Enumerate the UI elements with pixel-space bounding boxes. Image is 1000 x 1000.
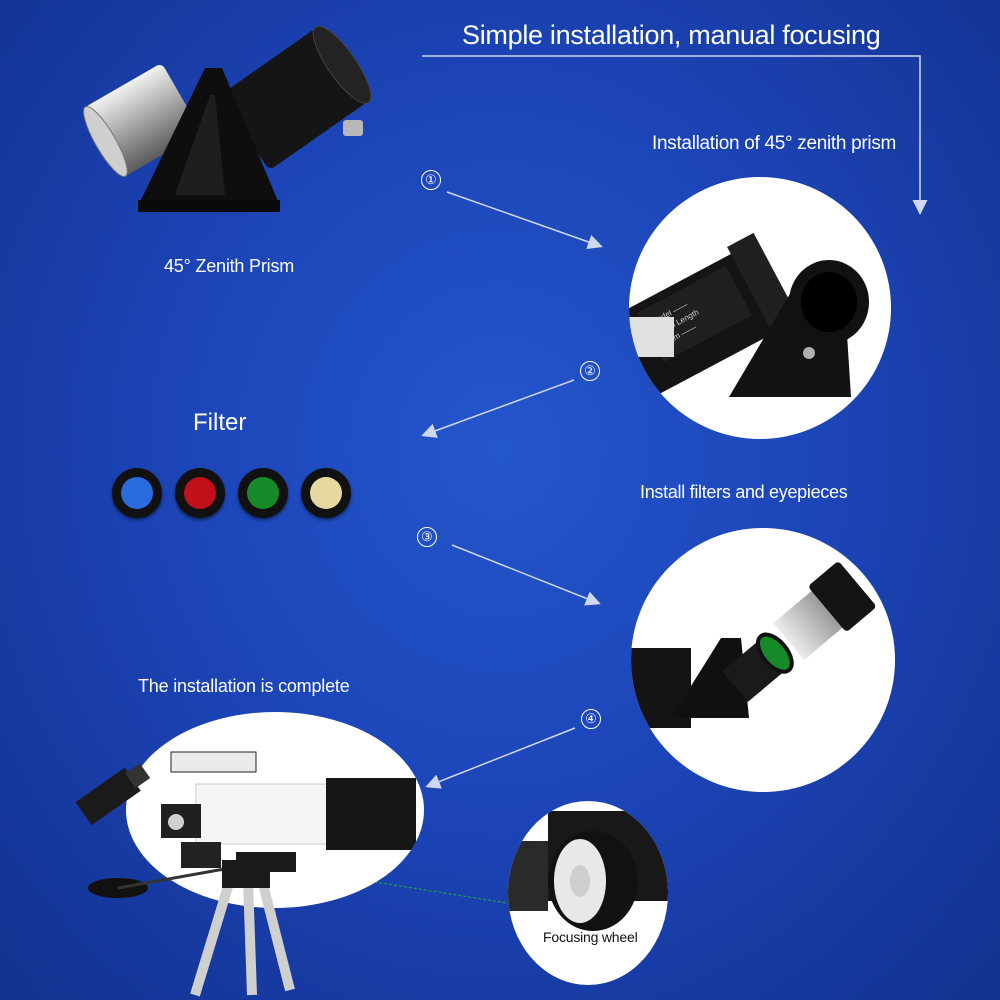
green-filter [238,468,288,518]
step1-prism-installed-photo: Model —— Focal Length Diam —— [629,177,891,439]
step3-filter-eyepiece-photo [631,528,895,792]
page-title: Simple installation, manual focusing [462,20,881,50]
zenith-prism-label: 45° Zenith Prism [164,256,295,276]
step-1-marker: ① [421,170,441,190]
filter-title: Filter [193,409,247,436]
focusing-wheel-label: Focusing wheel [543,929,638,945]
step-3-marker: ③ [417,527,437,547]
installation-complete-label: The installation is complete [138,676,350,696]
focusing-wheel-photo [508,801,668,985]
step3-caption: Install filters and eyepieces [640,482,848,502]
step-4-marker: ④ [581,709,601,729]
complete-telescope-photo [126,712,424,908]
step1-caption: Installation of 45° zenith prism [652,133,897,154]
step3-arrow [451,544,601,606]
step4-arrow [425,727,576,789]
step1-arrow [446,191,603,250]
header-connector-arrow [422,55,928,215]
step2-arrow [421,379,575,438]
yellow-filter [301,468,351,518]
blue-filter [112,468,162,518]
step-2-marker: ② [580,361,600,381]
red-filter [175,468,225,518]
